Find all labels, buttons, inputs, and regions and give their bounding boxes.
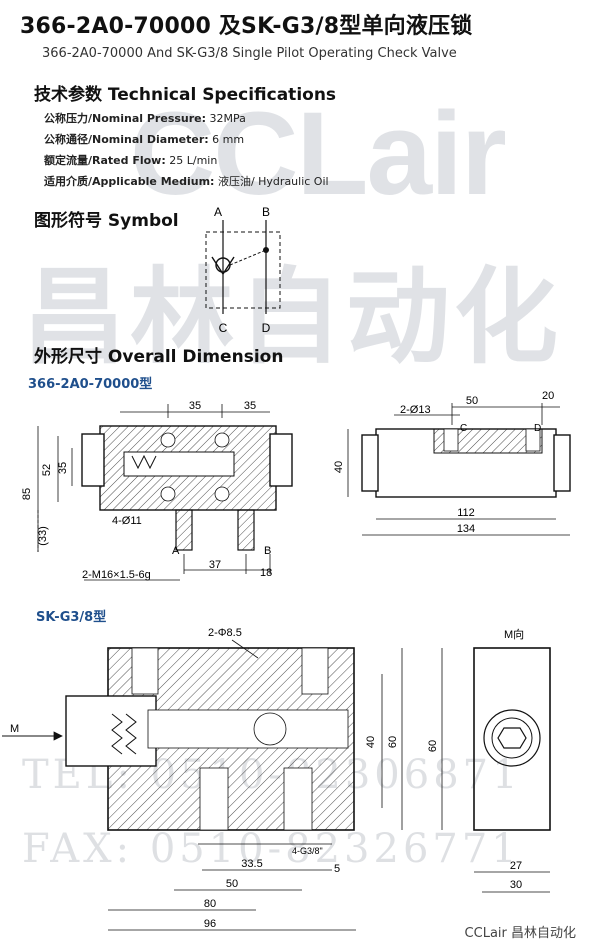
dim-left-85: 85 xyxy=(21,488,33,500)
dim-bottom-50: 50 xyxy=(226,878,238,890)
spec-row: 适用介质/Applicable Medium: 液压油/ Hydraulic O… xyxy=(44,173,329,189)
dim-side-d: D xyxy=(534,423,541,434)
dim-port-b: B xyxy=(264,545,271,557)
dim-bottom-thread: 4-G3/8" xyxy=(292,846,323,856)
model2-front-drawing: 2-Φ8.5 M 40 60 4-G3/8" 5 33.5 50 80 96 xyxy=(2,627,403,931)
dim-bottom-18: 18 xyxy=(260,567,272,579)
model2-label: SK-G3/8型 xyxy=(36,610,107,625)
dim-right-40: 40 xyxy=(365,736,377,748)
dim-side-hole: 2-Ø13 xyxy=(400,404,431,416)
dim-side-112: 112 xyxy=(457,507,475,519)
dim-side-134: 134 xyxy=(457,523,475,535)
specs-heading: 技术参数 Technical Specifications xyxy=(34,85,337,105)
dim-holes-top: 2-Φ8.5 xyxy=(208,627,242,639)
spec-value: 6 mm xyxy=(212,133,245,146)
dim-left-52: 52 xyxy=(41,464,53,476)
spec-row: 公称压力/Nominal Pressure: 32MPa xyxy=(44,110,246,126)
spec-row: 公称通径/Nominal Diameter: 6 mm xyxy=(44,131,244,147)
dimension-heading: 外形尺寸 Overall Dimension xyxy=(34,347,284,367)
dim-left-33: (33) xyxy=(37,526,49,546)
dim-top-35a: 35 xyxy=(189,400,201,412)
spec-label: 额定流量/Rated Flow: xyxy=(44,154,166,167)
m-arrow-label: M xyxy=(10,723,19,735)
dim-view-27: 27 xyxy=(510,860,522,872)
dim-left-35: 35 xyxy=(57,462,69,474)
model1-front-drawing: 35 35 85 52 35 (33) 4-Ø11 A B 37 18 2-M1… xyxy=(21,400,293,581)
spec-value: 液压油/ Hydraulic Oil xyxy=(217,175,329,188)
dim-bottom-5: 5 xyxy=(334,863,340,875)
dim-side-40: 40 xyxy=(333,461,345,473)
dim-holes: 4-Ø11 xyxy=(112,515,142,527)
symbol-heading: 图形符号 Symbol xyxy=(34,211,179,231)
spec-label: 公称压力/Nominal Pressure: xyxy=(44,112,207,125)
spec-value: 25 L/min xyxy=(169,154,218,167)
dim-top-35b: 35 xyxy=(244,400,256,412)
dim-port-a: A xyxy=(172,545,180,557)
model1-label: 366-2A0-70000型 xyxy=(28,377,153,392)
watermark-fax: FAX: 0510-82326771 xyxy=(22,826,521,872)
symbol-port-d: D xyxy=(262,321,271,335)
page-title: 366-2A0-70000 及SK-G3/8型单向液压锁 xyxy=(20,14,473,39)
dim-bottom-33-5: 33.5 xyxy=(241,858,262,870)
dim-bottom-96: 96 xyxy=(204,918,216,930)
page-subtitle: 366-2A0-70000 And SK-G3/8 Single Pilot O… xyxy=(42,46,457,61)
dim-right-60: 60 xyxy=(387,736,399,748)
dim-view-60: 60 xyxy=(427,740,439,752)
dim-side-50: 50 xyxy=(466,395,478,407)
symbol-port-c: C xyxy=(219,321,228,335)
model1-side-drawing: 50 20 2-Ø13 C D 40 112 134 xyxy=(333,390,571,536)
dim-bottom-80: 80 xyxy=(204,898,216,910)
spec-row: 额定流量/Rated Flow: 25 L/min xyxy=(44,152,217,168)
footer-brand: CCLair 昌林自动化 xyxy=(464,926,576,941)
dim-thread: 2-M16×1.5-6g xyxy=(82,569,151,581)
spec-label: 公称通径/Nominal Diameter: xyxy=(44,133,209,146)
view-label: M向 xyxy=(504,627,524,641)
symbol-port-a: A xyxy=(214,205,222,219)
dim-side-20: 20 xyxy=(542,390,554,402)
hydraulic-symbol: A B C D xyxy=(205,205,281,335)
dim-view-30: 30 xyxy=(510,879,522,891)
spec-value: 32MPa xyxy=(209,112,246,125)
spec-label: 适用介质/Applicable Medium: xyxy=(44,175,215,188)
symbol-port-b: B xyxy=(262,205,270,219)
dim-side-c: C xyxy=(460,423,467,434)
dim-bottom-37: 37 xyxy=(209,559,221,571)
model2-side-drawing: M向 60 27 30 xyxy=(427,627,551,893)
